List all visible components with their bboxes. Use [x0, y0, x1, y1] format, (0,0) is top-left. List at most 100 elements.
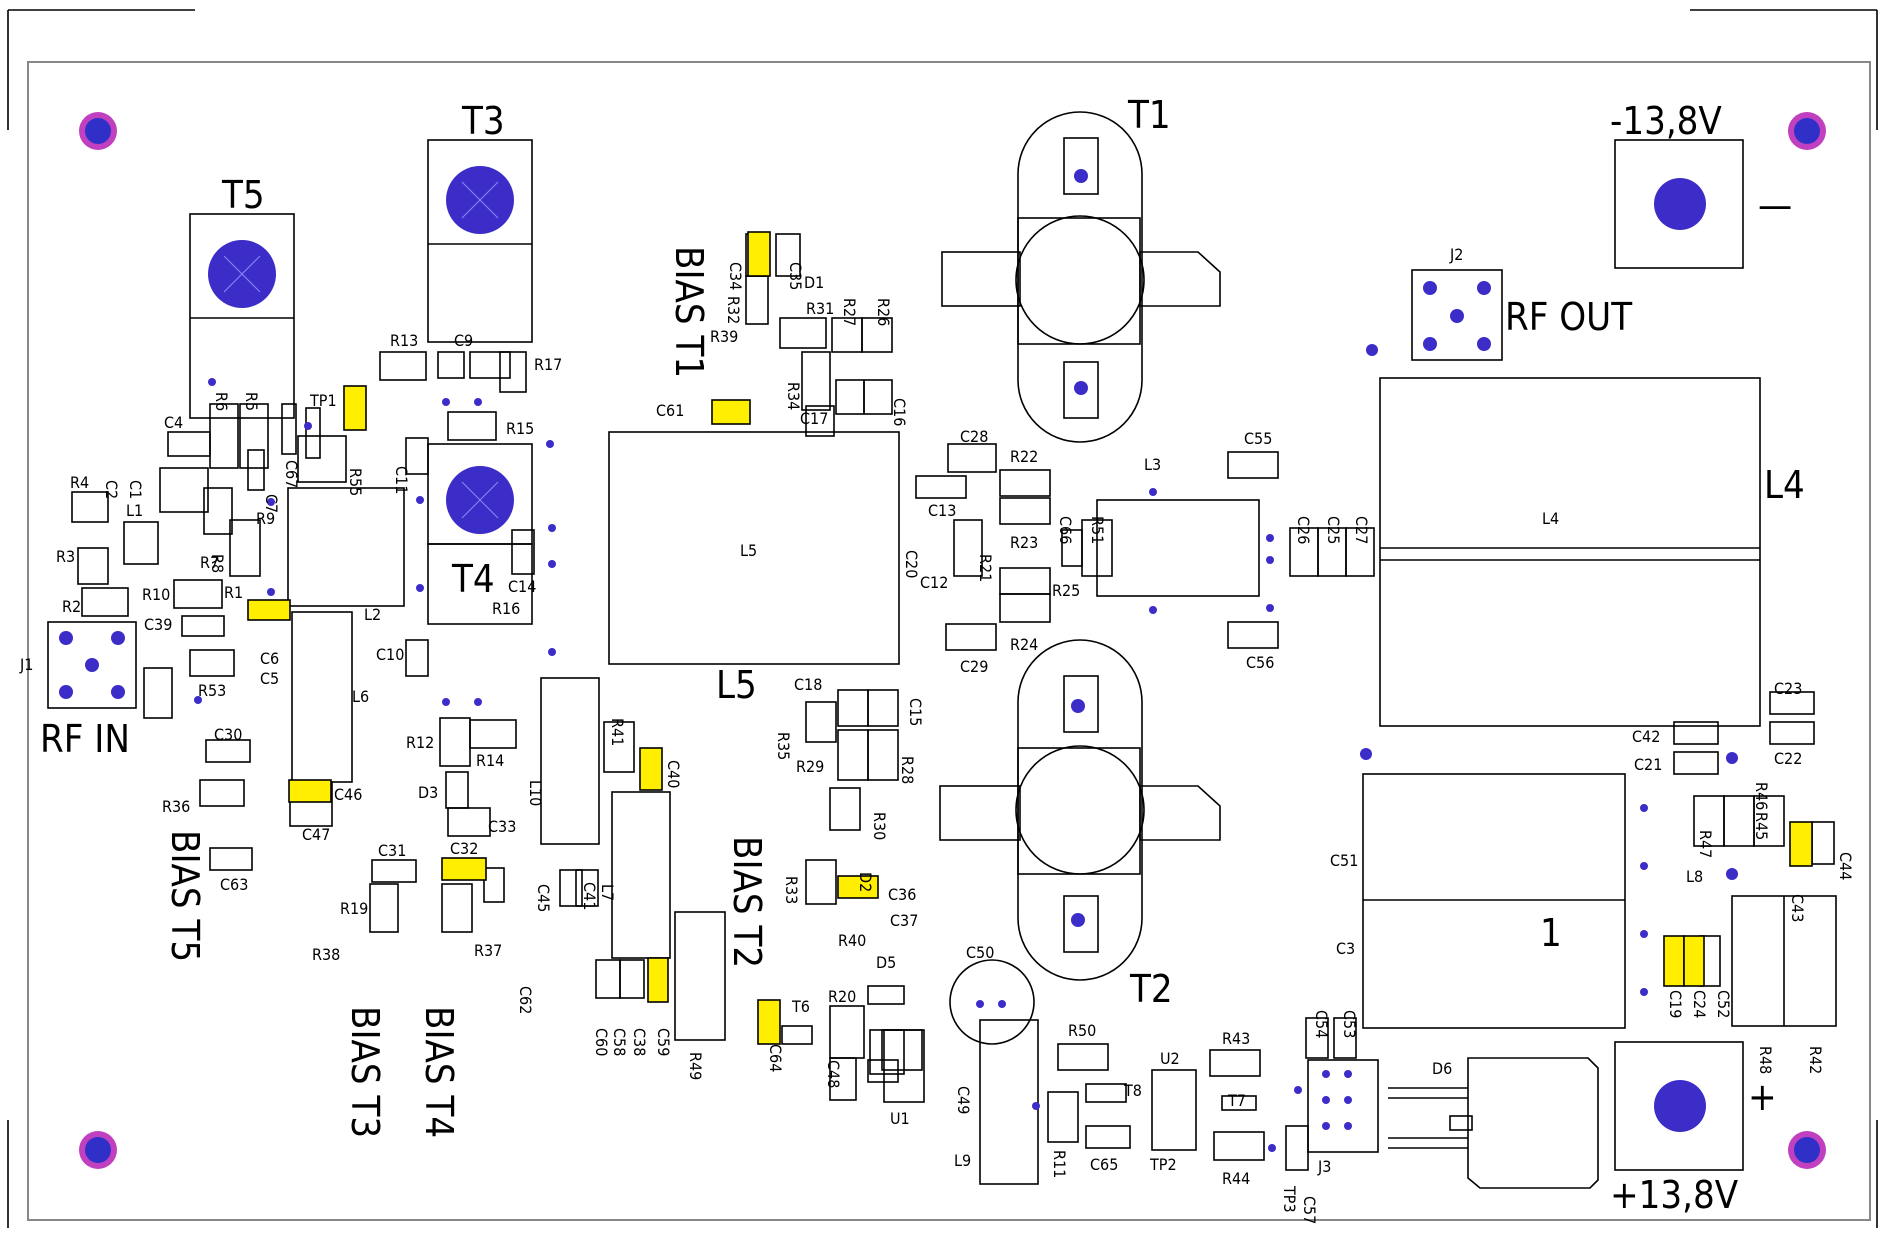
- diode-d6: [1388, 1057, 1599, 1189]
- designator-c17: C17: [800, 409, 828, 428]
- designator-r39: R39: [710, 327, 738, 346]
- designator-u1: U1: [890, 1109, 910, 1128]
- designator-r35: R35: [774, 732, 793, 760]
- designator-r45: R45: [1752, 812, 1771, 840]
- designator-c40: C40: [664, 760, 683, 788]
- designator-c50: C50: [966, 943, 994, 962]
- connector-j3: [1307, 1059, 1379, 1153]
- designator-c1: C1: [126, 480, 145, 499]
- smd-pad: [801, 351, 831, 411]
- smd-pad: [837, 729, 869, 781]
- designator-c2: C2: [102, 480, 121, 499]
- designator-c59: C59: [654, 1028, 673, 1056]
- designator-c66: C66: [1056, 516, 1075, 544]
- smd-components: [71, 233, 1835, 1171]
- designator-c31: C31: [378, 841, 406, 860]
- designator-r7: R7: [200, 553, 219, 572]
- designator-tp2: TP2: [1149, 1155, 1177, 1174]
- designator-c26: C26: [1294, 516, 1313, 544]
- connector-j2: [1411, 269, 1503, 361]
- designator-c62: C62: [516, 986, 535, 1014]
- designator-c57: C57: [1300, 1196, 1319, 1224]
- smd-pad: [441, 883, 473, 933]
- designator-c13: C13: [928, 501, 956, 520]
- designator-c60: C60: [592, 1028, 611, 1056]
- designator-j3: J3: [1317, 1157, 1331, 1176]
- designator-r36: R36: [162, 797, 190, 816]
- designator-r11: R11: [1050, 1150, 1069, 1178]
- smd-pad: [999, 567, 1051, 595]
- smd-pad: [869, 1029, 905, 1075]
- smd-pad: [143, 667, 173, 719]
- inductor-l10: [540, 677, 600, 845]
- smd-pad: [837, 689, 869, 727]
- designator-r20: R20: [828, 987, 856, 1006]
- designator-c38: C38: [630, 1028, 649, 1056]
- designator-l5: L5: [740, 541, 757, 560]
- smd-pad: [437, 351, 465, 379]
- designator-r21: R21: [976, 554, 995, 582]
- smd-pad: [1047, 1091, 1079, 1143]
- designator-r43: R43: [1222, 1029, 1250, 1048]
- designator-c9: C9: [454, 331, 473, 350]
- inductor-l3: [1096, 499, 1260, 597]
- designator-c33: C33: [488, 817, 516, 836]
- designator-r46: R46: [1752, 782, 1771, 810]
- designator-c56: C56: [1246, 653, 1274, 672]
- smd-pad: [81, 587, 129, 617]
- smd-pad: [595, 959, 621, 999]
- smd-pad: [861, 317, 893, 353]
- designator-c65: C65: [1090, 1155, 1118, 1174]
- designator-c46: C46: [334, 785, 362, 804]
- smd-pad: [239, 403, 269, 469]
- designator-l1: L1: [126, 501, 143, 520]
- smd-pad: [483, 867, 505, 903]
- smd-pad: [447, 411, 497, 441]
- designator-c20: C20: [902, 550, 921, 578]
- designator-c27: C27: [1352, 516, 1371, 544]
- designator-r53: R53: [198, 681, 226, 700]
- smd-pad: [1285, 1125, 1309, 1171]
- designator-r26: R26: [874, 298, 893, 326]
- designator-c3: C3: [1336, 939, 1355, 958]
- connector-j1: [47, 621, 137, 709]
- designator-c53: C53: [1340, 1010, 1359, 1038]
- designator-r6: R6: [212, 392, 231, 411]
- smd-pad: [1227, 621, 1279, 649]
- designator-r1: R1: [224, 583, 243, 602]
- smd-pad: [1221, 1095, 1257, 1111]
- designator-c15: C15: [906, 698, 925, 726]
- designator-c5: C5: [260, 669, 279, 688]
- smd-pad: [469, 351, 511, 379]
- designator-r14: R14: [476, 751, 504, 770]
- label-bias-t4: BIAS T4: [417, 1006, 461, 1138]
- designator-r47: R47: [1696, 830, 1715, 858]
- smd-pad: [781, 1025, 813, 1045]
- smd-pad: [1305, 1017, 1329, 1059]
- transistor-t3: [427, 139, 533, 343]
- designator-c32: C32: [450, 839, 478, 858]
- highlighted-pads: [247, 231, 1813, 1045]
- smd-pad: [371, 859, 417, 883]
- smd-pad: [405, 639, 429, 677]
- designator-r28: R28: [898, 756, 917, 784]
- designator-c6: C6: [260, 649, 279, 668]
- designator-c10: C10: [376, 645, 404, 664]
- designator-c4: C4: [164, 413, 183, 432]
- designator-r41: R41: [608, 718, 627, 746]
- designator-r42: R42: [1806, 1046, 1825, 1074]
- label-t1: T1: [1127, 93, 1171, 137]
- designator-c55: C55: [1244, 429, 1272, 448]
- designator-l9: L9: [954, 1151, 971, 1170]
- designator-c7: C7: [262, 494, 281, 513]
- smd-pad: [447, 807, 491, 837]
- smd-pad: [867, 689, 899, 727]
- designator-r4: R4: [70, 473, 89, 492]
- smd-pad: [999, 497, 1051, 525]
- designator-c61: C61: [656, 401, 684, 420]
- designator-j2: J2: [1449, 245, 1463, 264]
- designator-c24: C24: [1690, 990, 1709, 1018]
- smd-pad: [203, 487, 233, 535]
- mounting-holes: [79, 112, 1826, 1169]
- smd-pad: [247, 449, 265, 491]
